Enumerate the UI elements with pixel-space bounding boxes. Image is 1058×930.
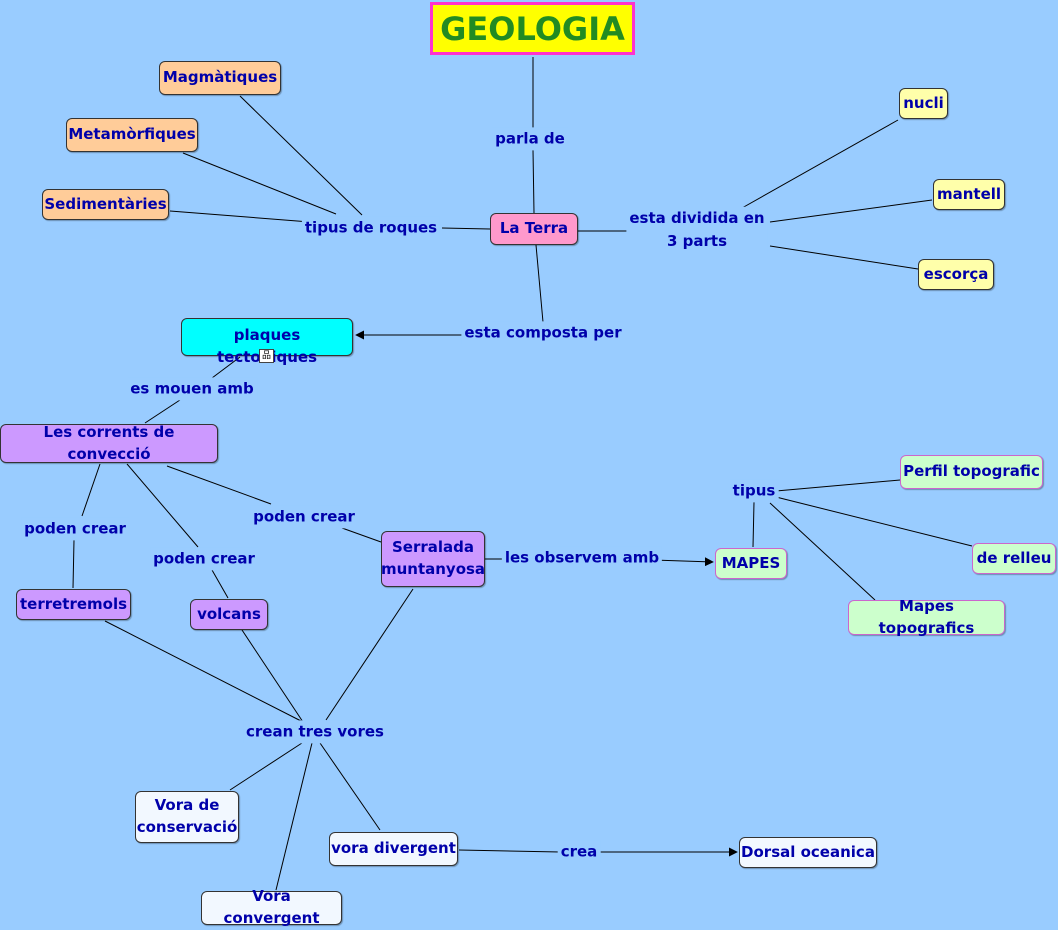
node-mapes-topografics[interactable]: Mapes topografics — [848, 597, 1005, 637]
link-crean-tres-vores: crean tres vores — [243, 720, 387, 744]
link-esta-composta-per: esta composta per — [461, 321, 625, 345]
link-tipus-de-roques: tipus de roques — [301, 216, 441, 240]
node-dorsal-oceanica[interactable]: Dorsal oceanica — [739, 837, 877, 868]
node-corrents-conveccio[interactable]: Les corrents de convecció — [0, 423, 218, 463]
node-vora-convergent[interactable]: Vora convergent — [201, 887, 342, 927]
node-vora-conservacio[interactable]: Vora de conservació — [135, 791, 239, 843]
node-vora-divergent[interactable]: vora divergent — [329, 832, 458, 866]
node-metamorfiques[interactable]: Metamòrfiques — [66, 118, 198, 152]
link-les-observem-amb: les observem amb — [501, 546, 663, 570]
link-poden-crear-serralada: poden crear — [250, 505, 358, 529]
node-nucli[interactable]: nucli — [899, 88, 948, 119]
submap-icon[interactable]: 品 — [259, 349, 274, 363]
map-title: GEOLOGIA — [430, 2, 635, 55]
node-la-terra[interactable]: La Terra — [490, 213, 578, 245]
node-volcans[interactable]: volcans — [190, 599, 268, 630]
node-perfil-topografic[interactable]: Perfil topografic — [900, 455, 1043, 489]
node-terretremols[interactable]: terretremols — [16, 589, 131, 620]
link-crea: crea — [557, 840, 601, 864]
link-parla-de: parla de — [492, 127, 568, 151]
link-poden-crear-terretremols: poden crear — [21, 517, 129, 541]
node-magmatiques[interactable]: Magmàtiques — [159, 61, 281, 95]
node-serralada[interactable]: Serralada muntanyosa — [381, 531, 485, 587]
node-escorca[interactable]: escorça — [918, 259, 994, 290]
node-mapes[interactable]: MAPES — [715, 548, 787, 579]
node-mantell[interactable]: mantell — [933, 179, 1005, 210]
node-sedimentaries[interactable]: Sedimentàries — [42, 189, 169, 220]
link-esta-dividida: esta dividida en 3 parts — [626, 206, 768, 254]
link-tipus: tipus — [729, 479, 779, 503]
link-es-mouen-amb: es mouen amb — [127, 377, 257, 401]
link-poden-crear-volcans: poden crear — [150, 547, 258, 571]
node-de-relleu[interactable]: de relleu — [972, 543, 1056, 574]
